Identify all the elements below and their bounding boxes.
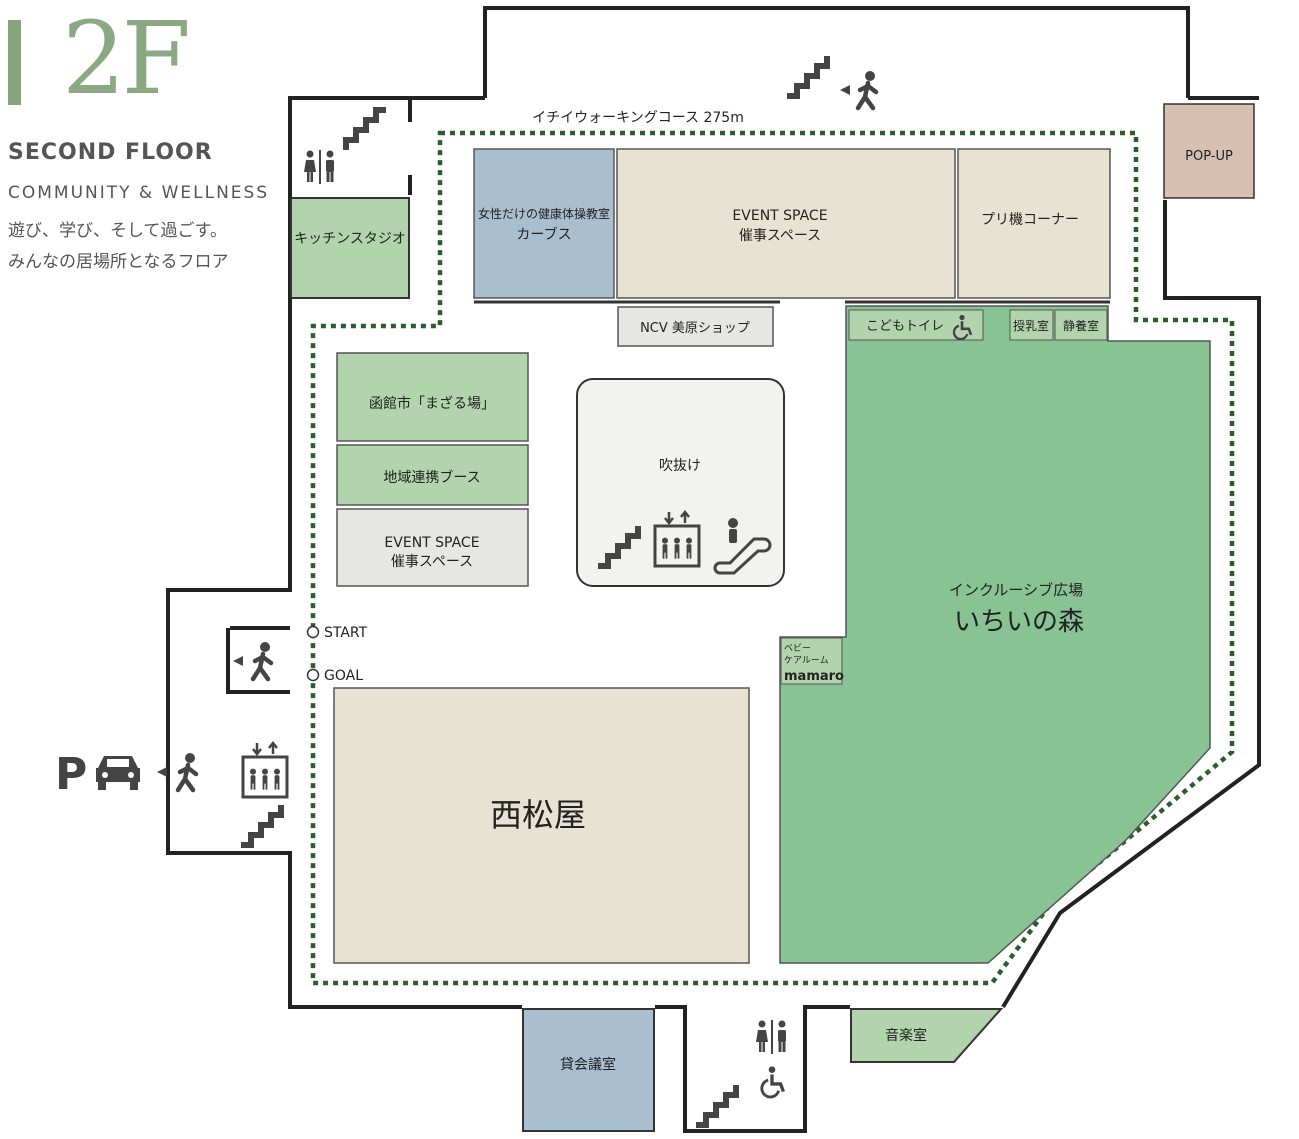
floor-accent-bar: [8, 20, 21, 105]
event-space-left-label-line2: 催事スペース: [391, 554, 473, 570]
kitchen-studio-room[interactable]: [290, 197, 410, 299]
arrow-left-icon: [840, 85, 850, 95]
music-room[interactable]: [850, 1008, 1004, 1063]
wheelchair-icon: [760, 1064, 786, 1099]
walker-icon: [858, 71, 876, 108]
goal-label: GOAL: [324, 668, 363, 684]
atrium-label: 吹抜け: [659, 458, 701, 474]
ncv-shop-room[interactable]: [617, 306, 774, 347]
floor-description-line2: みんなの居場所となるフロア: [8, 252, 229, 272]
restroom-icon: [304, 150, 334, 184]
inclusive-plaza-main-label: いちいの森: [954, 607, 1084, 637]
curves-room[interactable]: [473, 148, 615, 299]
start-label: START: [324, 625, 368, 641]
event-space-top-label-line1: EVENT SPACE: [732, 208, 827, 224]
arrow-left-icon: [157, 767, 167, 777]
building-outline: [166, 6, 1261, 1133]
event-space-left-label-line1: EVENT SPACE: [384, 535, 479, 551]
baby-care-label-line1: ベビー: [784, 643, 811, 654]
stairs-icon: [241, 805, 281, 845]
popup-room[interactable]: [1163, 103, 1255, 199]
car-icon: [96, 756, 140, 790]
music-room-label: 音楽室: [885, 1027, 927, 1044]
goal-marker: [306, 668, 320, 682]
start-marker: [306, 625, 320, 639]
escalator-icon: [713, 518, 772, 575]
floor-number: 2F: [62, 0, 191, 117]
baby-care-room[interactable]: [780, 637, 843, 685]
kids-toilet-room[interactable]: [848, 309, 984, 341]
stairs-icon: [346, 110, 386, 150]
kids-toilet-label: こどもトイレ: [866, 319, 944, 334]
rental-meeting-room[interactable]: [522, 1008, 655, 1132]
nishimatsuya-store[interactable]: [333, 687, 750, 964]
elevator-icon: [243, 743, 287, 797]
purikura-corner-room[interactable]: [957, 148, 1111, 299]
curves-label-line1: 女性だけの健康体操教室: [478, 206, 610, 221]
parking-icon: P: [55, 749, 87, 800]
kitchen-studio-label: キッチンスタジオ: [294, 231, 406, 247]
popup-label: POP-UP: [1185, 149, 1233, 164]
floor-category: COMMUNITY & WELLNESS: [8, 183, 270, 203]
walker-icon: [253, 642, 271, 679]
floor-name: SECOND FLOOR: [8, 140, 213, 165]
event-space-left-room[interactable]: [336, 508, 529, 587]
nursing-room[interactable]: [1009, 309, 1054, 341]
arrow-left-icon: [233, 656, 243, 666]
hakodate-mazaruba-room[interactable]: [336, 352, 529, 442]
rest-room[interactable]: [1054, 309, 1108, 341]
walking-course-label-text: イチイウォーキングコース 275m: [532, 110, 744, 126]
curves-label-line2: カーブス: [516, 226, 571, 243]
hakodate-mazaruba-label: 函館市「まざる場」: [369, 395, 495, 412]
rest-room-label: 静養室: [1063, 318, 1099, 333]
restroom-icon: [756, 1020, 786, 1054]
inclusive-plaza-area[interactable]: [779, 305, 1211, 964]
nishimatsuya-label: 西松屋: [490, 796, 586, 834]
walker-icon: [178, 753, 196, 790]
nursing-room-label: 授乳室: [1013, 318, 1049, 333]
ncv-shop-label: NCV 美原ショップ: [640, 321, 750, 336]
inclusive-plaza-sub-label: インクルーシブ広場: [949, 581, 1083, 599]
regional-booth-label: 地域連携ブース: [383, 469, 480, 486]
event-space-top-label-line2: 催事スペース: [739, 228, 821, 244]
walking-course-path: [310, 130, 1235, 986]
floor-description-line1: 遊び、学び、そして過ごす。: [8, 221, 227, 241]
stairs-icon: [696, 1085, 736, 1125]
stairs-icon: [787, 56, 827, 96]
baby-care-brand: mamaro: [784, 669, 844, 684]
regional-booth-room[interactable]: [336, 444, 529, 506]
purikura-corner-label: プリ機コーナー: [981, 212, 1079, 228]
event-space-top-room[interactable]: [616, 148, 956, 299]
baby-care-label-line2: ケアルーム: [784, 655, 829, 666]
rental-meeting-room-label: 貸会議室: [560, 1056, 616, 1073]
